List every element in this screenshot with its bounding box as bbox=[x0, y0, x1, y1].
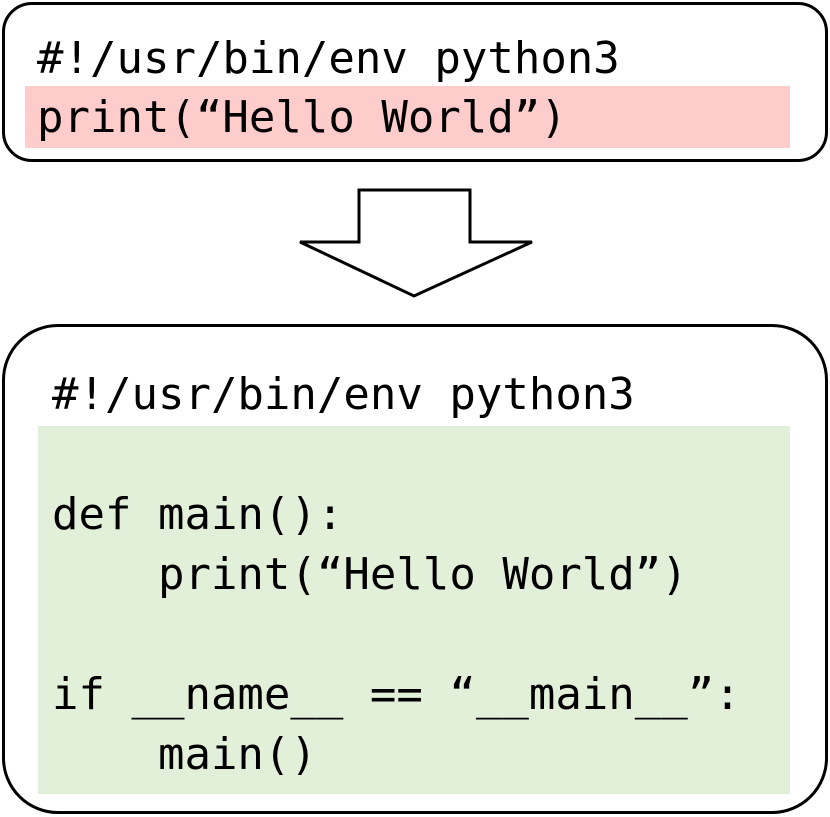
highlight-main-block bbox=[38, 426, 790, 794]
code-line-shebang: #!/usr/bin/env python3 bbox=[52, 369, 635, 420]
code-box-after: #!/usr/bin/env python3 def main(): print… bbox=[2, 324, 828, 814]
code-line-print: print(“Hello World”) bbox=[37, 92, 567, 143]
code-box-before: #!/usr/bin/env python3 print(“Hello Worl… bbox=[2, 2, 828, 162]
code-line-shebang: #!/usr/bin/env python3 bbox=[37, 33, 620, 84]
code-line-print: print(“Hello World”) bbox=[52, 549, 688, 600]
code-line-if-main: if __name__ == “__main__”: bbox=[52, 669, 741, 720]
down-arrow-icon bbox=[299, 188, 533, 298]
code-line-call-main: main() bbox=[52, 729, 317, 780]
code-line-def-main: def main(): bbox=[52, 489, 344, 540]
highlight-print-line bbox=[25, 86, 790, 148]
